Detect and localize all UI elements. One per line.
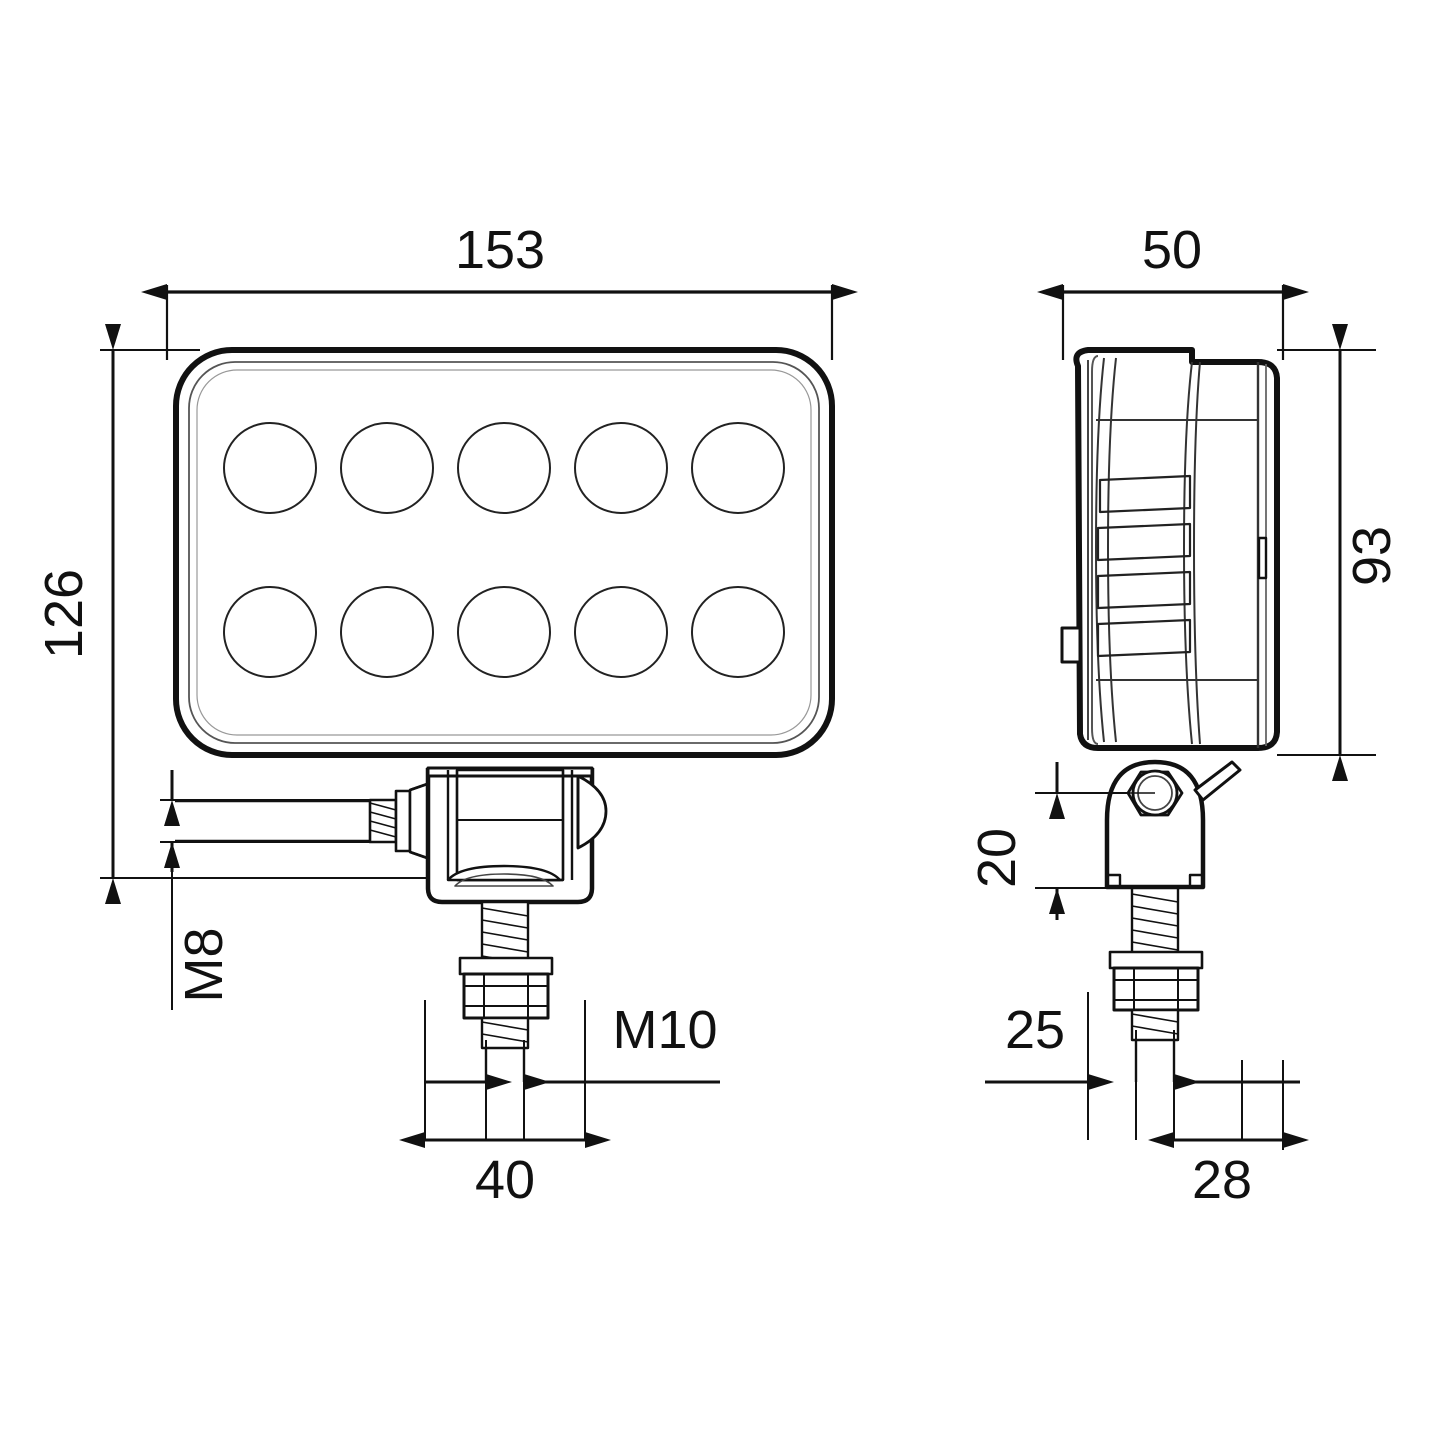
led-lens xyxy=(340,586,434,678)
bracket-saddle xyxy=(446,864,562,887)
led-lens xyxy=(691,586,785,678)
led-lens xyxy=(457,586,551,678)
mounting-bracket xyxy=(425,766,595,905)
led-lens xyxy=(223,422,317,514)
m10-extension-lines xyxy=(424,1000,586,1140)
dimension-label-40: 40 xyxy=(475,1150,535,1210)
dimension-label-m10: M10 xyxy=(612,1000,717,1060)
side-view: 50 xyxy=(967,220,1402,1210)
led-array xyxy=(223,422,785,678)
dimension-label-50: 50 xyxy=(1142,220,1202,280)
washer xyxy=(458,956,554,976)
dimension-line-28 xyxy=(1148,1060,1309,1150)
fin xyxy=(1096,522,1192,562)
hex-nut xyxy=(1112,966,1200,1012)
dimension-label-28: 28 xyxy=(1192,1150,1252,1210)
cooling-fins xyxy=(1096,474,1192,658)
dimension-label-20: 20 xyxy=(967,828,1027,888)
lens-bevel xyxy=(1095,357,1258,745)
dimension-label-m8: M8 xyxy=(174,927,234,1002)
threaded-stud xyxy=(1130,886,1180,960)
led-lens xyxy=(691,422,785,514)
led-lens xyxy=(574,422,668,514)
front-view: 153 126 xyxy=(34,220,858,1210)
led-lens xyxy=(574,586,668,678)
stud-lower-shank xyxy=(1130,1008,1180,1082)
lamp-housing-profile xyxy=(1073,347,1280,751)
led-lens xyxy=(457,422,551,514)
led-lens xyxy=(223,586,317,678)
dimension-label-25: 25 xyxy=(1005,1000,1065,1060)
fin xyxy=(1098,474,1192,514)
fin xyxy=(1096,618,1192,658)
washer xyxy=(1108,950,1204,970)
hex-bolt-head xyxy=(1100,769,1184,817)
bracket-arm xyxy=(1193,760,1242,802)
dimension-label-93: 93 xyxy=(1342,526,1402,586)
dimension-label-153: 153 xyxy=(455,220,545,280)
hex-nut xyxy=(462,972,550,1020)
lamp-housing xyxy=(173,347,835,758)
stud-lower-shank xyxy=(480,1016,530,1082)
housing-side-tab xyxy=(1060,626,1082,664)
pivot-bolt xyxy=(175,780,435,862)
side-height-extension-lines xyxy=(1277,349,1376,756)
bracket-end-cap xyxy=(576,774,608,850)
fin xyxy=(1096,570,1192,610)
dimension-label-126: 126 xyxy=(34,569,94,659)
led-lens xyxy=(340,422,434,514)
m8-extension-lines xyxy=(160,799,400,843)
